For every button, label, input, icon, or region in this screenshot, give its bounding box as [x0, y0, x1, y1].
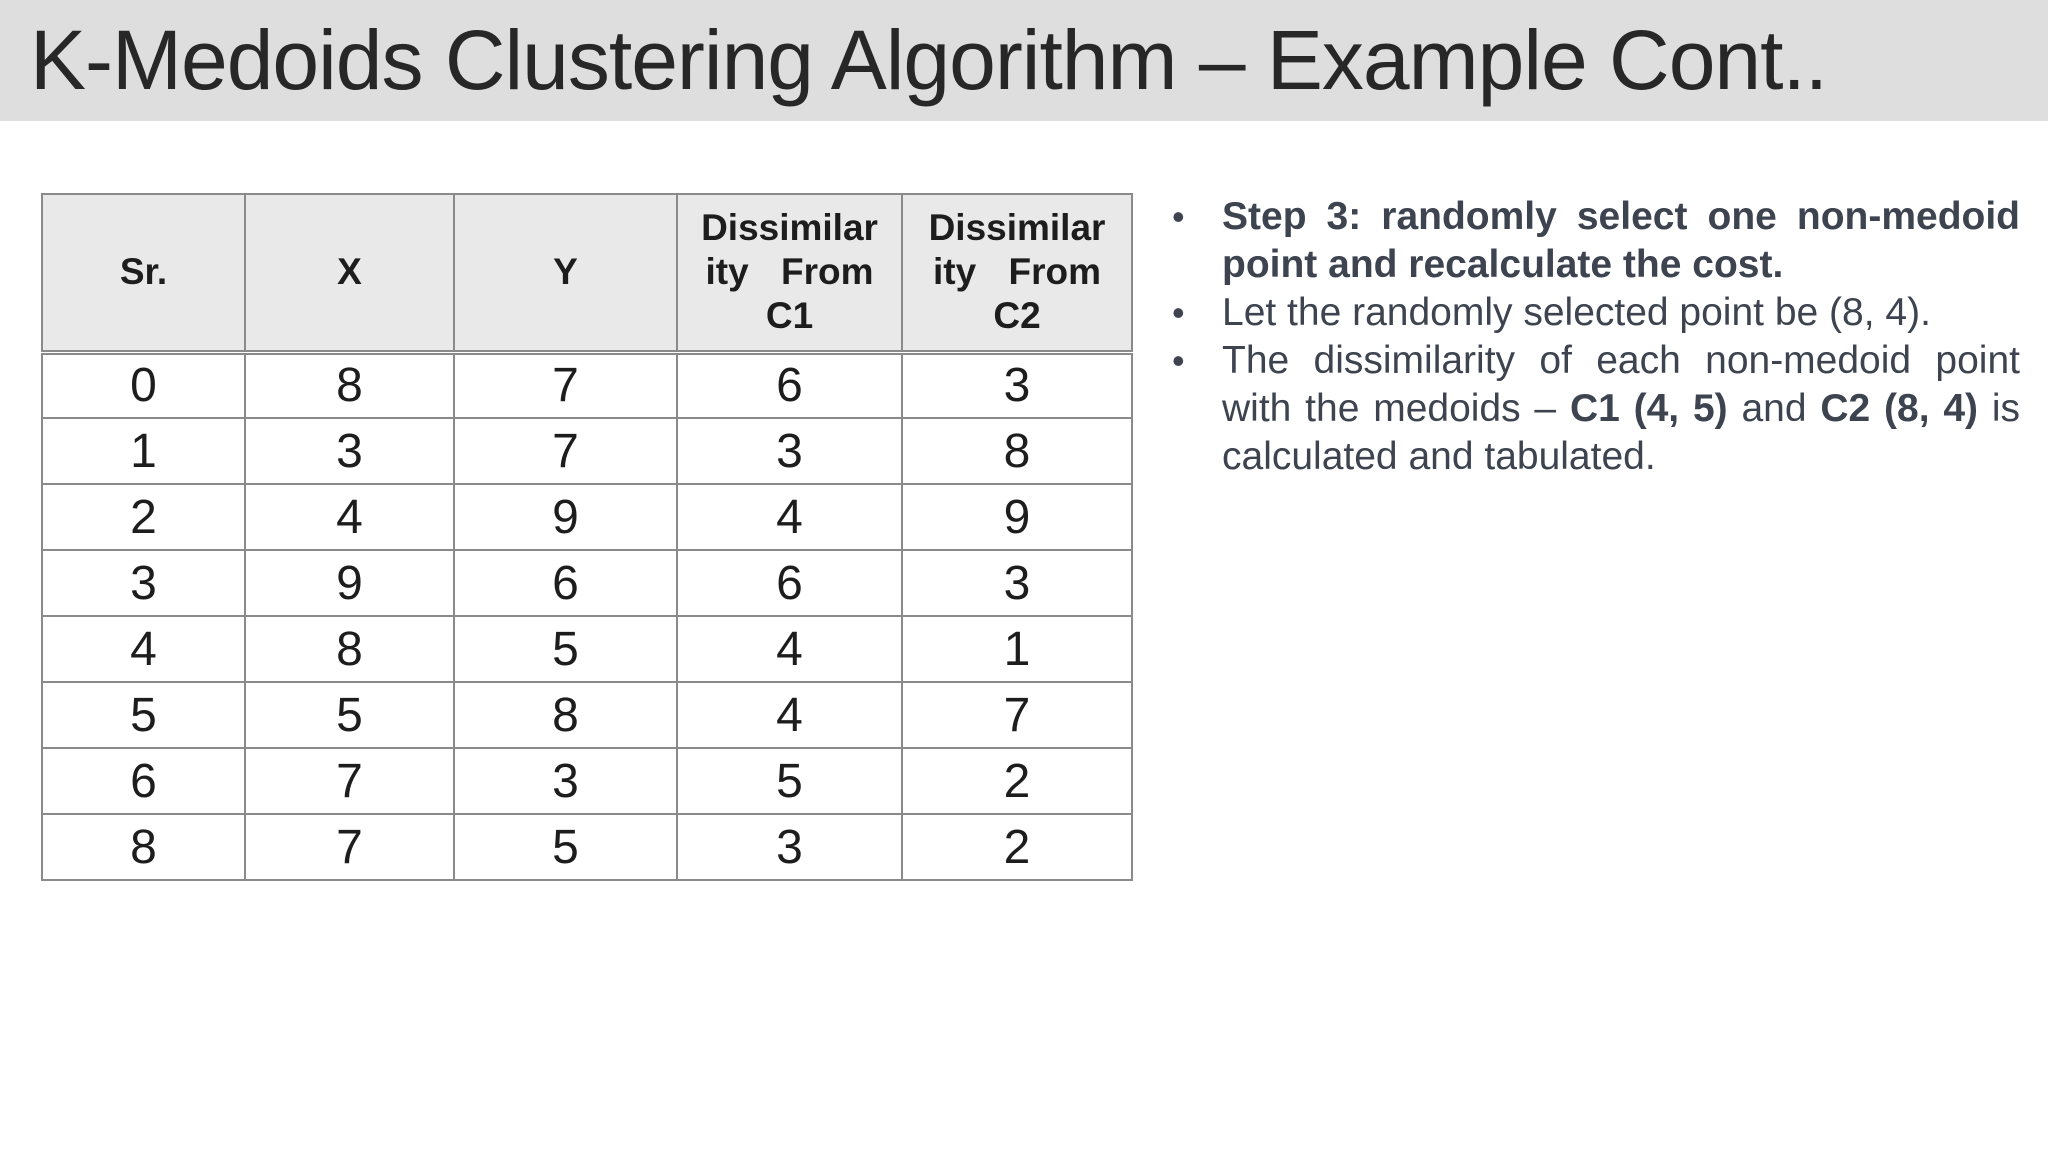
table-cell: 0	[41, 351, 246, 419]
table-cell: 7	[244, 813, 455, 881]
column-header-y: Y	[453, 193, 678, 355]
column-header-line: Dissimilar	[928, 207, 1106, 249]
table-cell: 8	[244, 615, 455, 683]
table-row: 0 8 7 6 3	[41, 351, 1133, 419]
table-row: 3 9 6 6 3	[41, 549, 1133, 617]
note-item-dissimilarity: • The dissimilarity of each non-medoid po…	[1168, 337, 2020, 481]
table-cell: 7	[453, 417, 678, 485]
bullet-icon: •	[1172, 196, 1185, 237]
table-row: 2 4 9 4 9	[41, 483, 1133, 551]
title-band: K-Medoids Clustering Algorithm – Example…	[0, 0, 2048, 121]
column-header-line: ity From	[705, 251, 874, 293]
note-item-step3: • Step 3: randomly select one non-medoid…	[1168, 193, 2020, 289]
note-text: The dissimilarity of each non-medoid poi…	[1222, 339, 2020, 430]
note-item-selected-point: • Let the randomly selected point be (8,…	[1168, 289, 2020, 337]
table-cell: 7	[453, 351, 678, 419]
table-row: 6 7 3 5 2	[41, 747, 1133, 815]
column-header-line: Dissimilar	[701, 207, 878, 249]
note-text: Let the randomly selected point be (8, 4…	[1222, 291, 1931, 334]
table-cell: 2	[901, 747, 1133, 815]
column-header-x: X	[244, 193, 455, 355]
table-cell: 3	[676, 813, 903, 881]
table-cell: 8	[901, 417, 1133, 485]
table-cell: 9	[901, 483, 1133, 551]
table-cell: 1	[41, 417, 246, 485]
notes-list: • Step 3: randomly select one non-medoid…	[1168, 193, 2020, 481]
table-cell: 9	[453, 483, 678, 551]
column-header-line: C2	[993, 295, 1041, 337]
table-cell: 3	[901, 351, 1133, 419]
note-text-medoid-c2: C2 (8, 4)	[1820, 387, 1979, 430]
table-cell: 4	[676, 483, 903, 551]
table-row: 4 8 5 4 1	[41, 615, 1133, 683]
column-header-dissimilarity-c2: Dissimilar ity From C2	[901, 193, 1133, 355]
table-cell: 4	[676, 681, 903, 749]
table-cell: 3	[453, 747, 678, 815]
table-cell: 5	[453, 813, 678, 881]
table-cell: 3	[676, 417, 903, 485]
table-cell: 2	[41, 483, 246, 551]
column-header-x-label: X	[337, 251, 362, 293]
table-cell: 5	[41, 681, 246, 749]
table-cell: 8	[41, 813, 246, 881]
column-header-sr: Sr.	[41, 193, 246, 355]
table-cell: 3	[901, 549, 1133, 617]
slide-title: K-Medoids Clustering Algorithm – Example…	[30, 13, 1828, 107]
column-header-dissimilarity-c1: Dissimilar ity From C1	[676, 193, 903, 355]
table-cell: 1	[901, 615, 1133, 683]
note-text: is calculated and tabulated.	[1222, 387, 2021, 478]
table-cell: 4	[41, 615, 246, 683]
note-text: Step 3: randomly select one non-medoid p…	[1222, 195, 2020, 286]
table-cell: 9	[244, 549, 455, 617]
table-cell: 6	[453, 549, 678, 617]
table-header-row: Sr. X Y Dissimilar ity From C1 Dissimila…	[41, 193, 1133, 355]
table-cell: 3	[41, 549, 246, 617]
table-cell: 4	[676, 615, 903, 683]
dissimilarity-table: Sr. X Y Dissimilar ity From C1 Dissimila…	[41, 193, 1133, 881]
table-cell: 5	[244, 681, 455, 749]
note-text: and	[1727, 387, 1821, 430]
bullet-icon: •	[1172, 340, 1185, 381]
table-cell: 3	[244, 417, 455, 485]
table-row: 1 3 7 3 8	[41, 417, 1133, 485]
note-text-medoid-c1: C1 (4, 5)	[1569, 387, 1728, 430]
bullet-icon: •	[1172, 292, 1185, 333]
column-header-sr-label: Sr.	[119, 251, 168, 293]
table-cell: 6	[41, 747, 246, 815]
table-cell: 6	[676, 351, 903, 419]
table-row: 5 5 8 4 7	[41, 681, 1133, 749]
notes-panel: • Step 3: randomly select one non-medoid…	[1168, 193, 2020, 481]
table-cell: 4	[244, 483, 455, 551]
column-header-line: ity From	[933, 251, 1101, 293]
table-cell: 8	[244, 351, 455, 419]
table-cell: 5	[453, 615, 678, 683]
table-row: 8 7 5 3 2	[41, 813, 1133, 881]
table-cell: 8	[453, 681, 678, 749]
table-cell: 7	[901, 681, 1133, 749]
table-cell: 7	[244, 747, 455, 815]
table-cell: 2	[901, 813, 1133, 881]
column-header-line: C1	[765, 295, 814, 337]
column-header-y-label: Y	[553, 251, 578, 293]
table-cell: 6	[676, 549, 903, 617]
dissimilarity-table-container: Sr. X Y Dissimilar ity From C1 Dissimila…	[41, 193, 1133, 881]
table-cell: 5	[676, 747, 903, 815]
